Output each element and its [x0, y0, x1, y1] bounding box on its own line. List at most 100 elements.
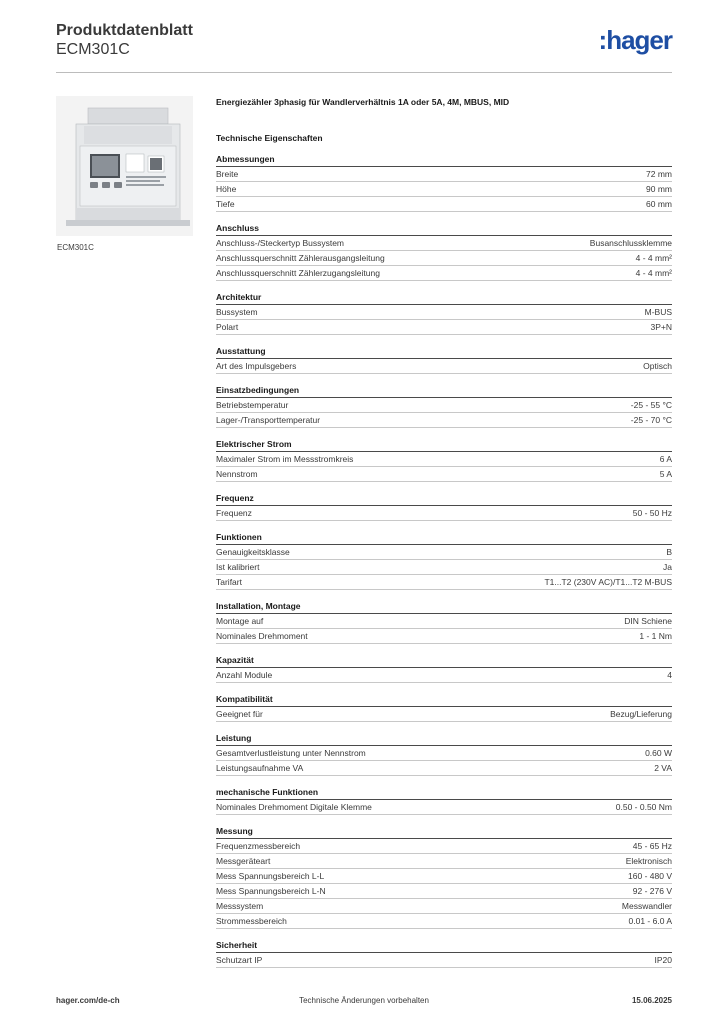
spec-label: Betriebstemperatur	[216, 400, 289, 410]
spec-label: Geeignet für	[216, 709, 263, 719]
section-title: Architektur	[216, 292, 672, 305]
spec-value: 1 - 1 Nm	[639, 631, 672, 641]
spec-value: 2 VA	[654, 763, 672, 773]
spec-value: Elektronisch	[625, 856, 672, 866]
spec-value: 4 - 4 mm²	[635, 253, 672, 263]
spec-value: 92 - 276 V	[632, 886, 672, 896]
spec-row: Betriebstemperatur -25 - 55 °C	[216, 398, 672, 413]
product-code: ECM301C	[56, 41, 130, 58]
spec-value: -25 - 70 °C	[630, 415, 672, 425]
spec-label: Tarifart	[216, 577, 242, 587]
spec-label: Maximaler Strom im Messstromkreis	[216, 454, 354, 464]
spec-value: 72 mm	[646, 169, 672, 179]
section-title: Ausstattung	[216, 346, 672, 359]
spec-label: Anschlussquerschnitt Zählerzugangsleitun…	[216, 268, 380, 278]
spec-row: Nominales Drehmoment 1 - 1 Nm	[216, 629, 672, 644]
section-title: Leistung	[216, 733, 672, 746]
footer-note: Technische Änderungen vorbehalten	[299, 996, 429, 1005]
section-title: Anschluss	[216, 223, 672, 236]
energy-meter-icon	[56, 96, 193, 236]
spec-value: 4	[667, 670, 672, 680]
spec-value: B	[666, 547, 672, 557]
spec-value: 5 A	[659, 469, 672, 479]
section-title: Sicherheit	[216, 940, 672, 953]
header-divider	[56, 72, 672, 73]
spec-value: Busanschlussklemme	[589, 238, 672, 248]
spec-value: 0.60 W	[645, 748, 672, 758]
doc-title: Produktdatenblatt	[56, 22, 193, 39]
section-title: Messung	[216, 826, 672, 839]
spec-row: Anschluss-/Steckertyp Bussystem Busanschl…	[216, 236, 672, 251]
spec-value: Ja	[663, 562, 672, 572]
spec-row: Mess Spannungsbereich L-L 160 - 480 V	[216, 869, 672, 884]
spec-row: Gesamtverlustleistung unter Nennstrom 0.6…	[216, 746, 672, 761]
spec-label: Frequenz	[216, 508, 252, 518]
spec-value: 60 mm	[646, 199, 672, 209]
section-title: mechanische Funktionen	[216, 787, 672, 800]
spec-label: Genauigkeitsklasse	[216, 547, 290, 557]
spec-content: Energiezähler 3phasig für Wandlerverhält…	[216, 96, 672, 979]
spec-value: 90 mm	[646, 184, 672, 194]
page-header: Produktdatenblatt ECM301C :hager	[56, 22, 673, 72]
spec-row: Montage auf DIN Schiene	[216, 614, 672, 629]
image-caption: ECM301C	[57, 243, 94, 252]
spec-value: Bezug/Lieferung	[610, 709, 672, 719]
spec-label: Strommessbereich	[216, 916, 287, 926]
footer-date: 15.06.2025	[631, 996, 672, 1005]
spec-row: Genauigkeitsklasse B	[216, 545, 672, 560]
spec-label: Gesamtverlustleistung unter Nennstrom	[216, 748, 366, 758]
spec-label: Mess Spannungsbereich L-L	[216, 871, 325, 881]
section-title: Installation, Montage	[216, 601, 672, 614]
spec-label: Nominales Drehmoment	[216, 631, 308, 641]
spec-row: Geeignet für Bezug/Lieferung	[216, 707, 672, 722]
spec-label: Montage auf	[216, 616, 264, 626]
spec-row: Höhe 90 mm	[216, 182, 672, 197]
spec-label: Messgeräteart	[216, 856, 271, 866]
spec-value: -25 - 55 °C	[630, 400, 672, 410]
spec-value: 0.50 - 0.50 Nm	[615, 802, 672, 812]
spec-label: Anschluss-/Steckertyp Bussystem	[216, 238, 345, 248]
section-title: Kapazität	[216, 655, 672, 668]
spec-label: Bussystem	[216, 307, 258, 317]
spec-value: 160 - 480 V	[628, 871, 672, 881]
section-title: Kompatibilität	[216, 694, 672, 707]
spec-value: 4 - 4 mm²	[635, 268, 672, 278]
spec-label: Messsystem	[216, 901, 264, 911]
spec-row: Nennstrom 5 A	[216, 467, 672, 482]
spec-row: Bussystem M-BUS	[216, 305, 672, 320]
spec-value: DIN Schiene	[624, 616, 672, 626]
spec-label: Breite	[216, 169, 239, 179]
spec-label: Anschlussquerschnitt Zählerausgangsleitu…	[216, 253, 385, 263]
spec-value: Optisch	[643, 361, 672, 371]
spec-label: Höhe	[216, 184, 237, 194]
spec-value: M-BUS	[644, 307, 672, 317]
spec-value: 3P+N	[650, 322, 673, 332]
spec-value: IP20	[654, 955, 673, 965]
spec-label: Nennstrom	[216, 469, 258, 479]
spec-label: Lager-/Transporttemperatur	[216, 415, 321, 425]
tech-properties-heading: Technische Eigenschaften	[216, 133, 323, 143]
